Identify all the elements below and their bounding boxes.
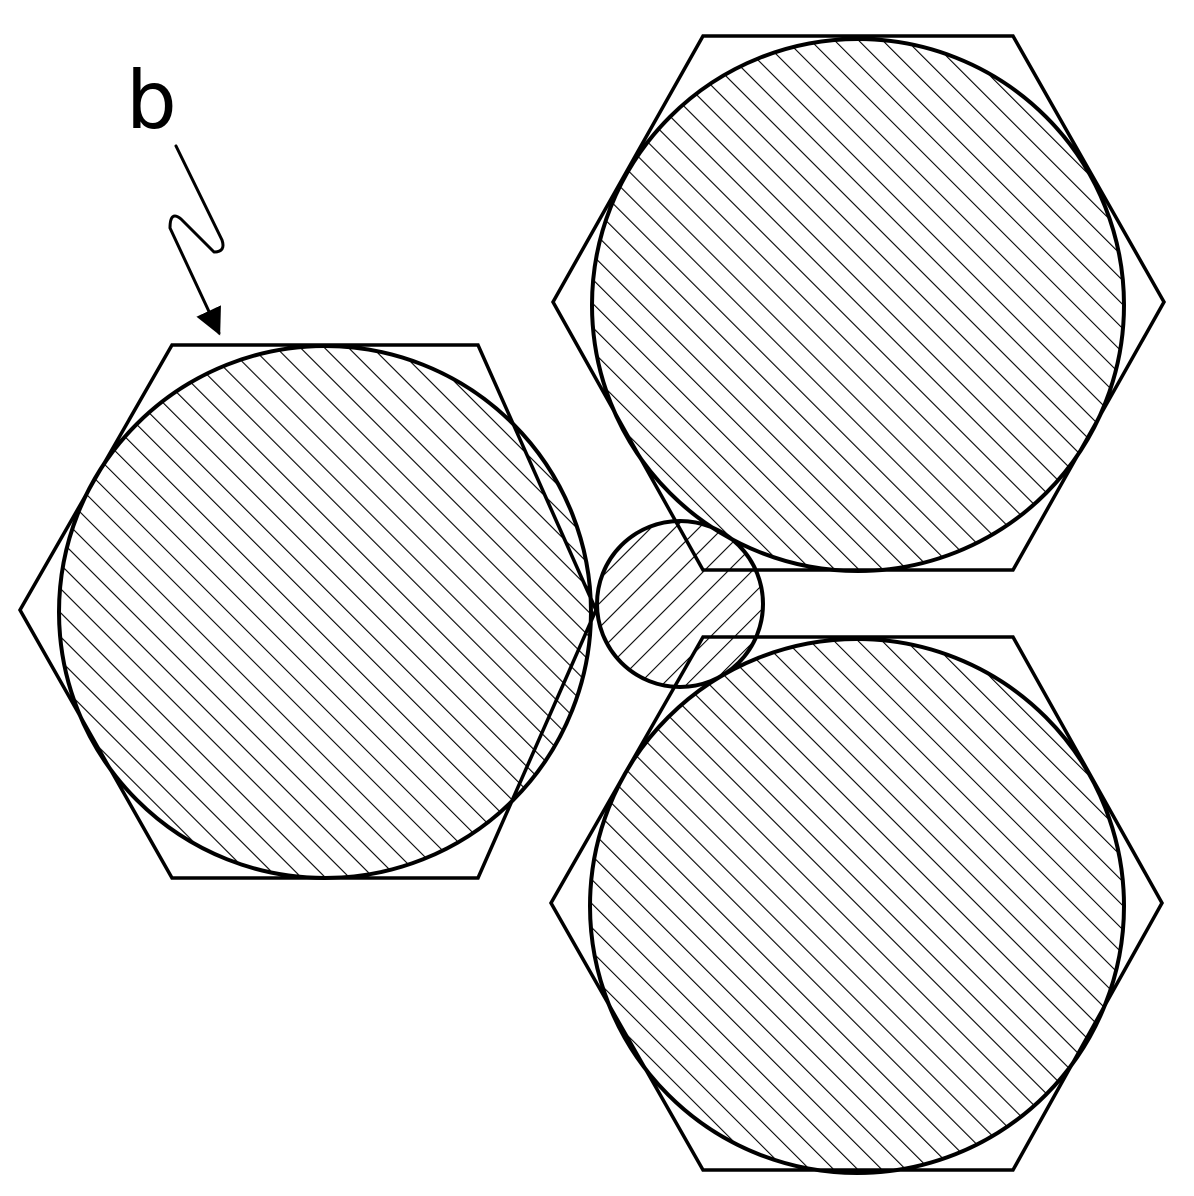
left-rod-assembly (20, 345, 596, 878)
bottom-right-rod (590, 639, 1124, 1173)
center-rod (597, 521, 763, 687)
bottom-right-rod-assembly (551, 637, 1162, 1173)
left-rod (59, 346, 591, 878)
top-right-rod (592, 39, 1124, 571)
top-right-rod-assembly (553, 36, 1164, 571)
leader-line (170, 146, 223, 333)
reference-label-b: b (126, 54, 177, 147)
reference-b-callout: b (126, 54, 223, 333)
